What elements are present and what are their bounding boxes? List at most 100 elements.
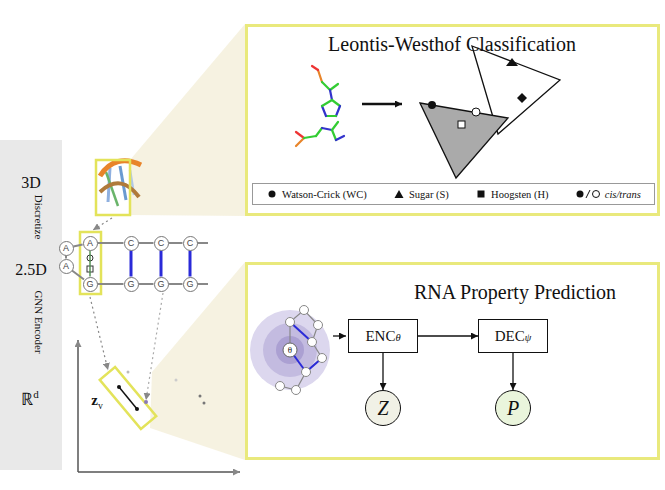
process-box: DECψ [478,319,548,353]
flow-arrow [333,335,346,336]
stage-label-group: ℝd [21,387,39,410]
nucleotide-pair [296,66,344,146]
connector [160,251,163,277]
rna-3d [100,161,141,206]
nucleotide-node: C [154,236,169,251]
zoom-beam [130,24,245,216]
connector [139,242,154,244]
stage-label: ℝ [21,390,33,409]
connector [98,283,124,285]
nucleotide-letter-group: C [187,239,194,248]
embedding-points [117,371,206,412]
panel: RNA Property PredictionENCθDECψZP [245,262,660,460]
circle-label: Z [377,397,388,420]
zoom-beam [150,262,245,460]
legend-entry: Hoogsten (H) [475,188,548,200]
nucleotide-letter: C [128,239,135,248]
nucleotide-letter-group: G [157,280,164,289]
stage-label: d [33,388,39,400]
stage-label-group: GNN Encoder [33,290,45,353]
nucleotide-letter: C [187,239,194,248]
backbone [197,242,208,244]
legend-text: cis/trans [605,189,641,200]
legend-sample [266,188,278,200]
backbone [197,283,208,285]
legend-text: Hoogsten (H) [491,189,548,200]
stage-label: 2.5D [15,261,47,278]
embedding-box [100,367,156,429]
connector [98,242,124,244]
box-label: ENC [365,328,395,345]
nucleotide-letter-group: C [128,239,135,248]
output-circle: P [495,390,531,426]
connector [382,353,383,390]
box-label: DEC [495,328,525,345]
legend-sample [475,188,487,200]
circle-label-group: P [507,397,519,420]
stage-label: 3D [21,174,41,191]
connector [169,242,183,244]
stage-label: Discretize [33,195,45,240]
nucleotide-letter: A [87,239,93,248]
box-label-group: DECψ [495,328,532,345]
nucleotide-letter-group: A [63,244,69,253]
circle-label-group: Z [377,397,388,420]
nucleotide-node: G [154,277,169,292]
nucleotide-letter: G [86,280,93,289]
connector [189,251,192,277]
neighbourhood-graph [250,306,330,395]
nucleotide-node: C [183,236,198,251]
transform-arrow [362,103,402,106]
connector [418,335,478,336]
nucleotide-node: G [83,277,98,292]
nucleotide-letter: G [157,280,164,289]
nucleotide-letter-group: C [158,239,165,248]
panel-title-group: RNA Property Prediction [414,281,616,304]
legend-entry: Sugar (S) [393,188,449,200]
nucleotide-letter-group: G [86,280,93,289]
nucleotide-letter: G [186,280,193,289]
nucleotide-node: A [83,236,98,251]
math-label: z [91,392,98,408]
math-label-group: zv [91,392,103,411]
process-box: ENCθ [348,319,418,353]
connector [89,251,90,277]
nucleotide-letter-group: A [87,239,93,248]
nucleotide-letter-group: G [186,280,193,289]
nucleotide-letter-group: G [127,280,134,289]
nucleotide-node: G [124,277,139,292]
connector [169,283,183,285]
nucleotide-node: G [183,277,198,292]
stage-label-group: Discretize [33,195,45,240]
connector [512,353,513,390]
axis [78,471,240,473]
stage-label-group: 3D [21,174,41,192]
legend-entry: cis/trans [575,188,641,200]
lw-triangles [420,46,560,178]
math-label: θ [288,345,292,355]
box-label: ψ [525,332,532,343]
math-label-group: θ [288,345,292,355]
legend-text: Sugar (S) [409,189,449,200]
stage-label-group: 2.5D [15,261,47,279]
nucleotide-node: A [59,241,74,256]
box-label-group: ENCθ [365,328,400,345]
dotted-arrow [146,293,163,400]
box-label: θ [395,332,400,343]
nucleotide-letter: A [63,244,69,253]
legend-sample [393,188,405,200]
connector [73,245,82,247]
connector [130,251,133,277]
highlight-box [96,160,130,215]
axis [77,340,79,472]
dotted-arrow [93,218,112,230]
nucleotide-letter-group: A [63,262,69,271]
panel-title: Leontis-Westhof Classification [328,33,576,55]
legend-sample [575,188,601,200]
stage-label: GNN Encoder [33,290,45,353]
nucleotide-node: A [59,259,74,274]
math-label: v [98,400,103,411]
